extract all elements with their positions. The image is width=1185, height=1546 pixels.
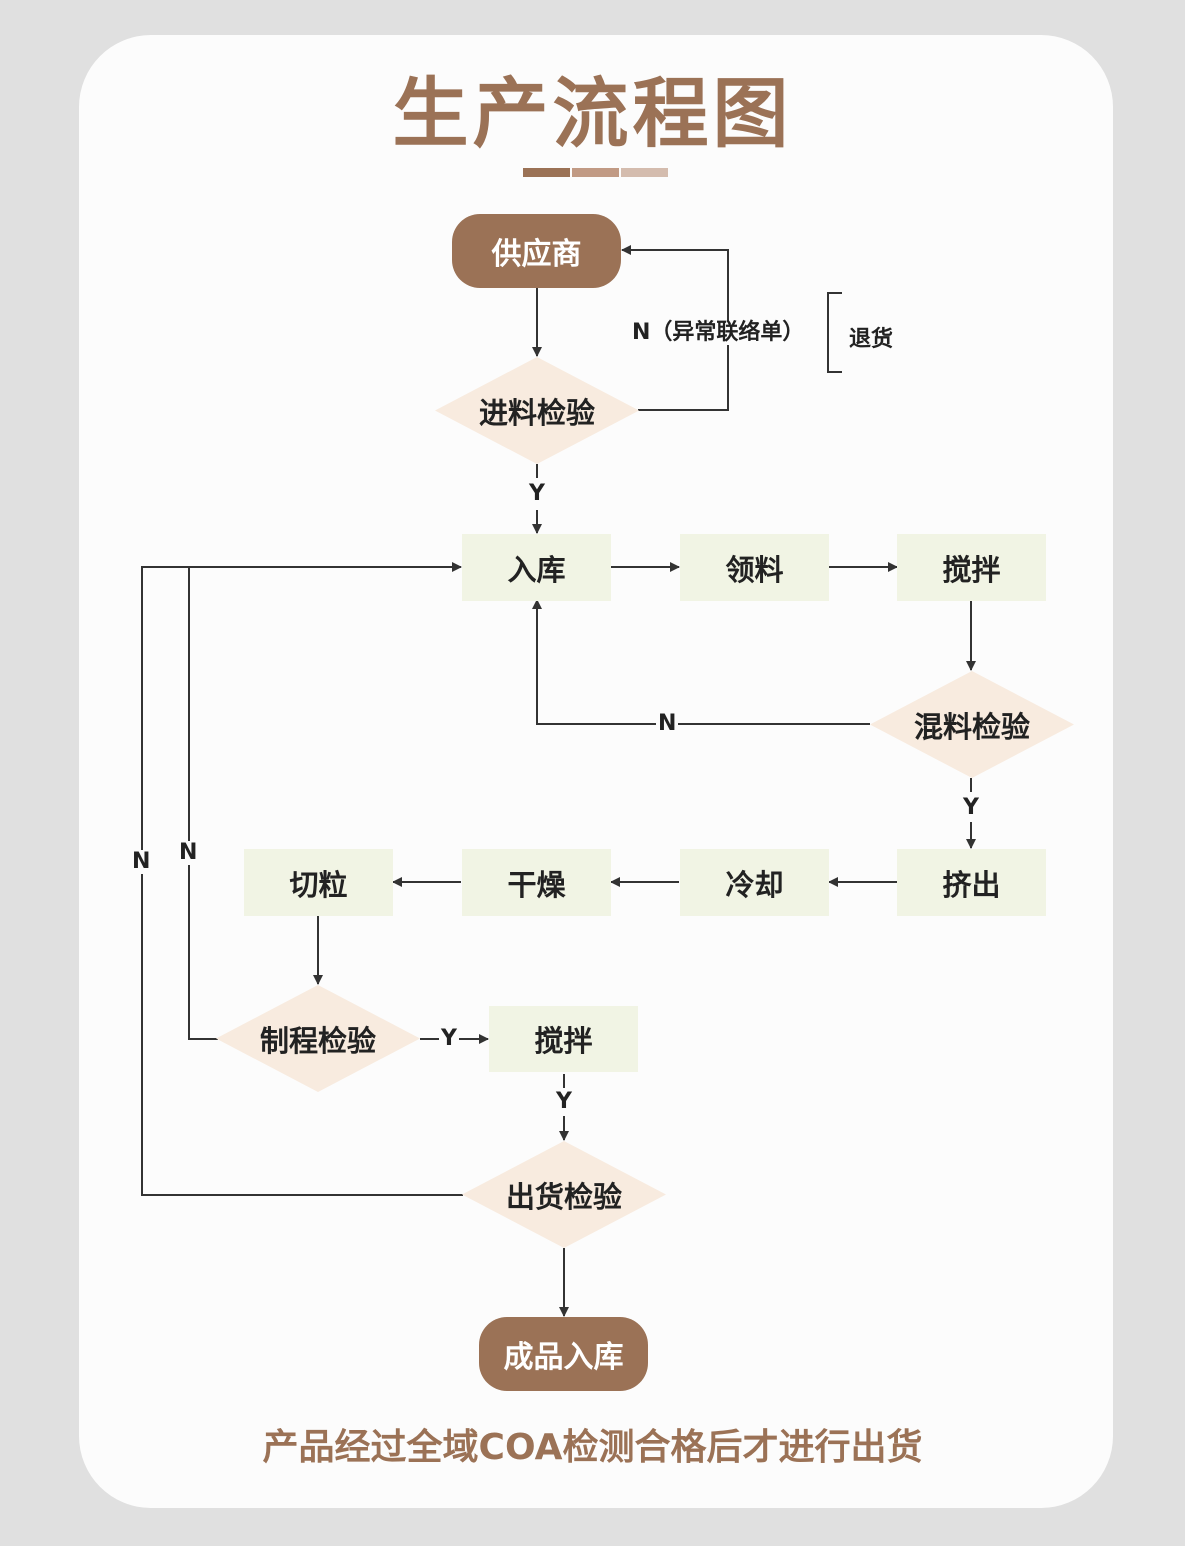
title-bar-segment-2 <box>572 168 619 177</box>
node-mixing-2: 搅拌 <box>489 1006 638 1072</box>
label-mix-fail: N <box>656 711 679 736</box>
node-mixing-1: 搅拌 <box>897 534 1046 601</box>
node-supplier: 供应商 <box>452 214 621 288</box>
label-process-pass: Y <box>439 1026 459 1051</box>
node-drying: 干燥 <box>462 849 611 916</box>
label-return-goods: 退货 <box>849 327 894 352</box>
node-material-pick: 领料 <box>680 534 829 601</box>
node-mix-inspection: 混料检验 <box>870 671 1074 778</box>
edge-mix-fail <box>532 599 870 725</box>
label-mixing2-pass: Y <box>554 1089 574 1114</box>
page-title: 生产流程图 <box>392 69 793 158</box>
label-incoming-fail: N（异常联络单） <box>630 320 807 345</box>
return-bracket <box>827 292 842 373</box>
label-mix-pass: Y <box>961 795 981 820</box>
title-bar-segment-1 <box>523 168 570 177</box>
node-shipping-inspection: 出货检验 <box>462 1141 666 1248</box>
node-warehouse-in: 入库 <box>462 534 611 601</box>
node-finished-goods-in: 成品入库 <box>479 1317 648 1391</box>
node-cooling: 冷却 <box>680 849 829 916</box>
label-incoming-pass: Y <box>527 481 547 506</box>
node-process-inspection: 制程检验 <box>216 985 420 1092</box>
node-pelletizing: 切粒 <box>244 849 393 916</box>
node-incoming-inspection: 进料检验 <box>435 357 639 464</box>
title-bar-segment-3 <box>621 168 668 177</box>
label-shipping-fail: N <box>130 849 153 874</box>
edge-process-fail <box>188 567 218 1040</box>
edge-shipping-fail <box>141 562 463 1196</box>
label-process-fail: N <box>177 840 200 865</box>
node-extrusion: 挤出 <box>897 849 1046 916</box>
footer-note: 产品经过全域COA检测合格后才进行出货 <box>262 1427 923 1468</box>
